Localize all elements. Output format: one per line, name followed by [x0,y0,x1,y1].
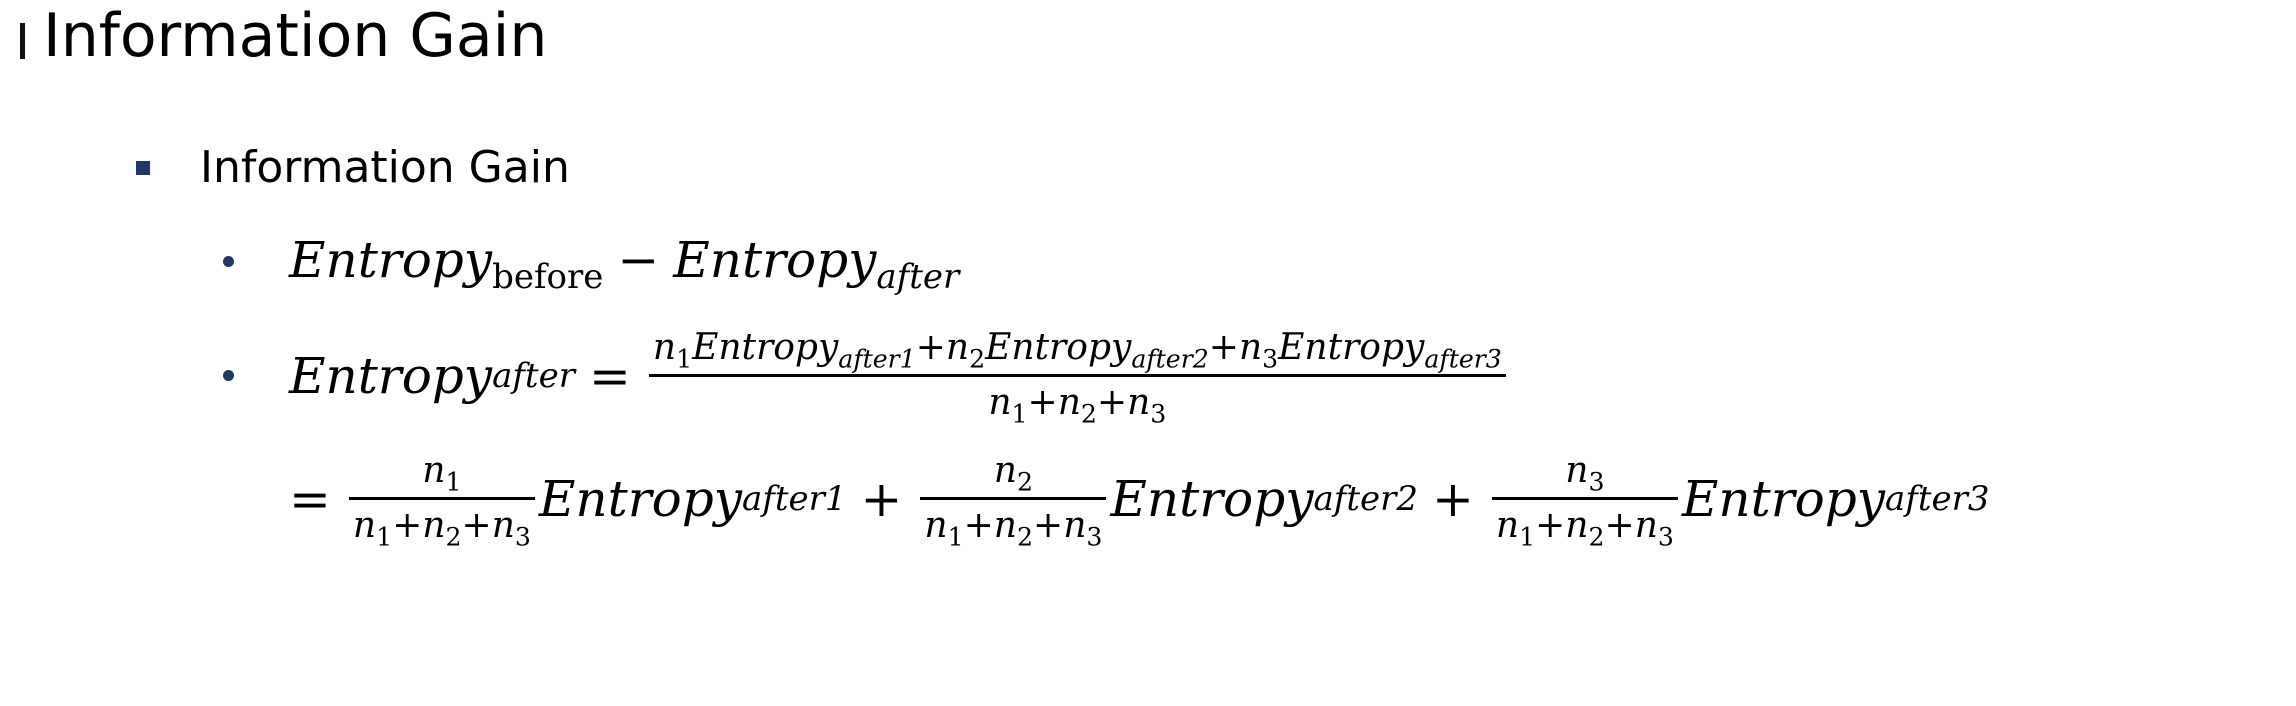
subscript-before: before [492,257,604,298]
square-bullet-icon [136,161,150,175]
entropy-term: Entropy [289,346,493,405]
equals-sign: = [289,469,331,528]
weighted-fraction: n1Entropyafter1+n2Entropyafter2+n3Entrop… [648,325,1506,426]
entropy-term: Entropy [1681,469,1885,528]
entropy-term: Entropy [673,231,877,289]
subscript-after: after [876,257,960,298]
minus-sign: − [617,231,660,289]
entropy-term: Entropy [289,231,493,289]
round-bullet-icon [223,256,234,267]
title-accent-bar [20,23,25,59]
fraction-numerator: n1Entropyafter1+n2Entropyafter2+n3Entrop… [652,327,1502,374]
fraction-n2: n2 n1+n2+n3 [920,448,1107,549]
entropy-term: Entropy [1110,469,1314,528]
entropy-term: Entropy [538,469,742,528]
plus-sign: + [1432,469,1474,528]
bullet-heading: Information Gain [200,142,570,193]
round-bullet-icon [223,370,234,381]
plus-sign: + [860,469,903,528]
fraction-n1: n1 n1+n2+n3 [348,448,535,549]
fraction-n3: n3 n1+n2+n3 [1491,448,1678,549]
fraction-denominator: n1+n2+n3 [648,374,1506,426]
formula-information-gain: Entropybefore−Entropyafter [289,230,959,294]
equals-sign: = [588,346,631,405]
slide-title: Information Gain [43,1,548,71]
